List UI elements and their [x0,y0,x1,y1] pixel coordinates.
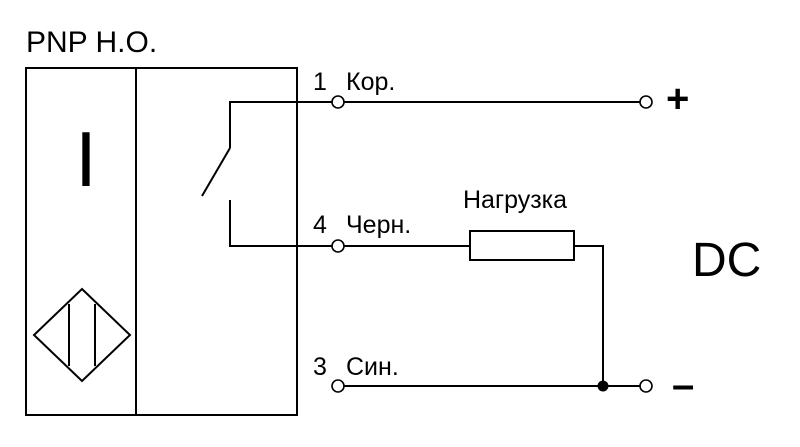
pin-4-number: 4 [313,211,327,239]
pin-3-terminal [331,379,345,393]
supply-label: DC [692,234,761,287]
load-resistor [469,230,575,261]
load-label: Нагрузка [463,186,567,214]
pin-1-number: 1 [313,68,327,96]
pin-3-wire-label: Син. [346,353,399,381]
load-return-wire [574,245,604,386]
plus-label: + [666,77,689,121]
pin-1-wire-label: Кор. [346,68,395,96]
pin-4-terminal [331,239,345,253]
pin-4-wire-label: Черн. [346,211,411,239]
pin-1-terminal [331,95,345,109]
sensor-mark: I [75,115,97,203]
diagram-title: PNP Н.О. [26,26,157,59]
minus-terminal [639,379,653,393]
switch-contact-icon [201,101,335,247]
inductive-sensor-icon [32,287,132,383]
pin-3-number: 3 [313,353,327,381]
minus-label: – [672,363,694,407]
plus-terminal [639,95,653,109]
junction-dot [597,380,609,392]
